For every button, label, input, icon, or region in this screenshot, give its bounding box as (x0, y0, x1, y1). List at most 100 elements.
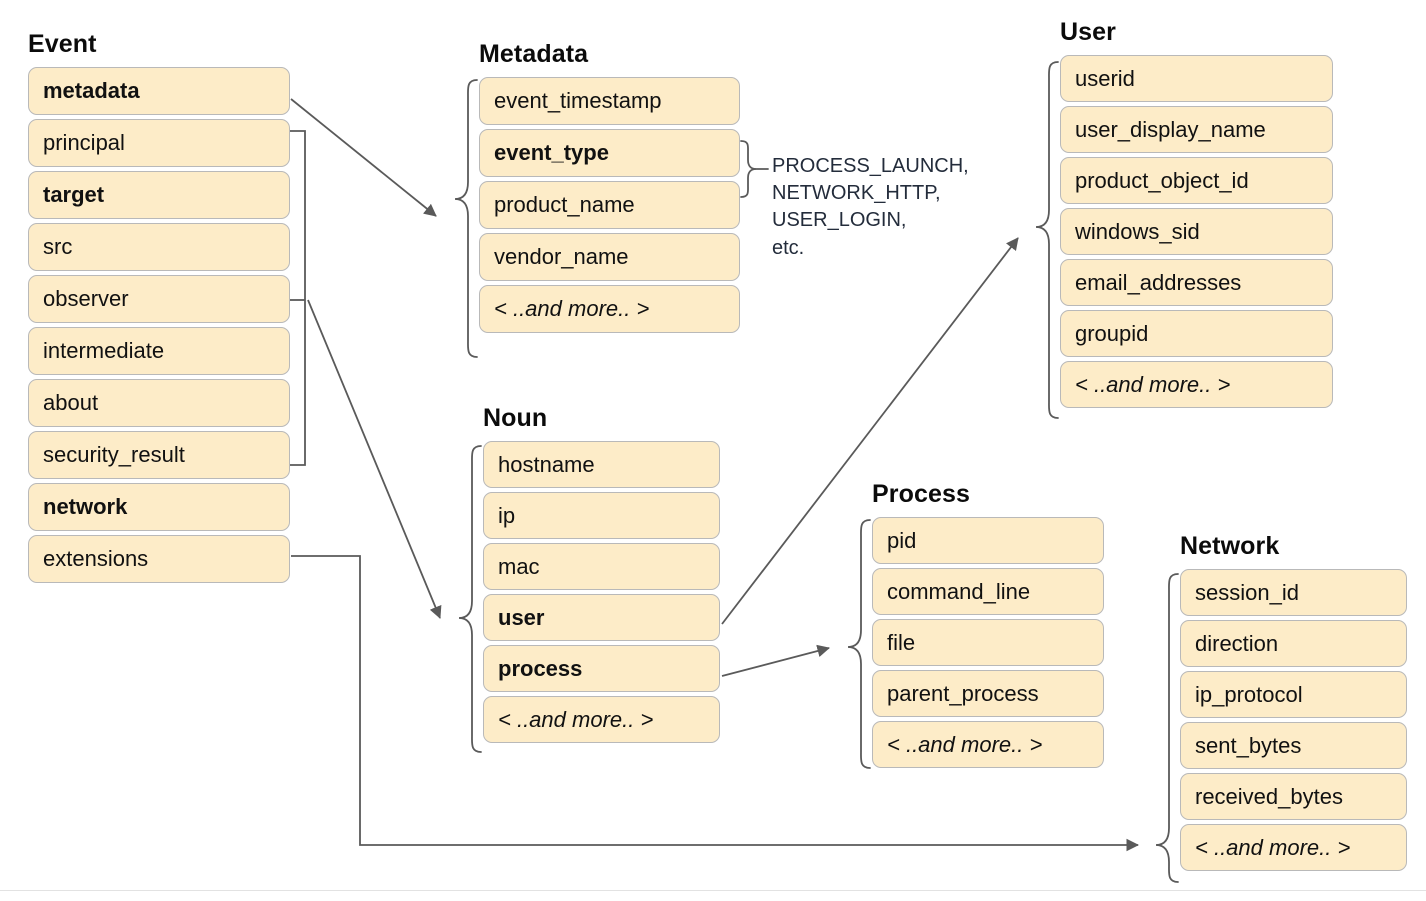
field-label: user_display_name (1075, 116, 1266, 142)
group-user: User userid user_display_name product_ob… (1060, 20, 1333, 412)
group-title-metadata: Metadata (479, 40, 589, 68)
field-process-parent-process[interactable]: parent_process (872, 670, 1104, 717)
field-metadata-more[interactable]: < ..and more.. > (479, 285, 740, 333)
group-process: Process pid command_line file parent_pro… (872, 482, 1104, 772)
event-nouns-bracket (290, 130, 306, 466)
field-list-noun: hostname ip mac user process < ..and mor… (483, 441, 720, 743)
field-label: hostname (498, 451, 595, 477)
field-noun-user[interactable]: user (483, 594, 720, 641)
field-label: event_timestamp (494, 88, 662, 113)
field-metadata-event-type[interactable]: event_type (479, 129, 740, 177)
field-label: < ..and more.. > (494, 296, 650, 321)
field-label: network (43, 494, 128, 519)
field-user-userid[interactable]: userid (1060, 55, 1333, 102)
field-event-about[interactable]: about (28, 379, 290, 427)
field-event-principal[interactable]: principal (28, 119, 290, 167)
connector-metadata (290, 98, 437, 217)
field-label: process (498, 655, 583, 681)
field-label: vendor_name (494, 244, 629, 269)
field-label: product_name (494, 192, 635, 217)
field-list-event: metadata principal target src observer i… (28, 67, 290, 583)
field-label: principal (43, 130, 125, 155)
connector-noun (307, 299, 442, 619)
field-network-sent-bytes[interactable]: sent_bytes (1180, 722, 1407, 769)
field-label: email_addresses (1075, 269, 1242, 295)
field-user-groupid[interactable]: groupid (1060, 310, 1333, 357)
field-network-received-bytes[interactable]: received_bytes (1180, 773, 1407, 820)
field-network-session-id[interactable]: session_id (1180, 569, 1407, 616)
field-label: direction (1195, 630, 1279, 656)
field-event-observer[interactable]: observer (28, 275, 290, 323)
connector-process (721, 644, 830, 677)
field-label: command_line (887, 578, 1031, 604)
field-label: mac (498, 553, 540, 579)
group-noun: Noun hostname ip mac user process < ..an… (483, 406, 720, 747)
field-noun-more[interactable]: < ..and more.. > (483, 696, 720, 743)
group-event: Event metadata principal target src obse… (28, 32, 290, 587)
field-event-security-result[interactable]: security_result (28, 431, 290, 479)
field-process-command-line[interactable]: command_line (872, 568, 1104, 615)
field-user-email-addresses[interactable]: email_addresses (1060, 259, 1333, 306)
event-type-brace (740, 140, 769, 198)
group-title-network: Network (1180, 532, 1280, 560)
field-metadata-vendor-name[interactable]: vendor_name (479, 233, 740, 281)
network-group-brace (1155, 573, 1179, 883)
field-label: file (887, 629, 916, 655)
group-network: Network session_id direction ip_protocol… (1180, 534, 1407, 875)
user-group-brace (1035, 61, 1059, 419)
field-label: event_type (494, 140, 609, 165)
field-label: userid (1075, 65, 1135, 91)
field-network-more[interactable]: < ..and more.. > (1180, 824, 1407, 871)
field-label: < ..and more.. > (887, 731, 1043, 757)
field-label: src (43, 234, 73, 259)
field-event-src[interactable]: src (28, 223, 290, 271)
noun-group-brace (458, 445, 482, 753)
field-label: groupid (1075, 320, 1149, 346)
field-metadata-product-name[interactable]: product_name (479, 181, 740, 229)
field-event-metadata[interactable]: metadata (28, 67, 290, 115)
footer-divider (0, 890, 1426, 891)
field-network-direction[interactable]: direction (1180, 620, 1407, 667)
field-user-product-object-id[interactable]: product_object_id (1060, 157, 1333, 204)
field-label: intermediate (43, 338, 165, 363)
group-title-user: User (1060, 18, 1116, 46)
field-label: user (498, 604, 545, 630)
field-process-pid[interactable]: pid (872, 517, 1104, 564)
field-label: observer (43, 286, 129, 311)
field-event-extensions[interactable]: extensions (28, 535, 290, 583)
annotation-event-type-values: PROCESS_LAUNCH, NETWORK_HTTP, USER_LOGIN… (772, 155, 969, 259)
field-event-target[interactable]: target (28, 171, 290, 219)
field-noun-process[interactable]: process (483, 645, 720, 692)
field-process-more[interactable]: < ..and more.. > (872, 721, 1104, 768)
field-label: ip (498, 502, 516, 528)
field-label: < ..and more.. > (498, 706, 654, 732)
field-user-display-name[interactable]: user_display_name (1060, 106, 1333, 153)
metadata-group-brace (454, 79, 478, 358)
field-noun-hostname[interactable]: hostname (483, 441, 720, 488)
field-label: metadata (43, 78, 140, 103)
field-label: pid (887, 527, 917, 553)
field-process-file[interactable]: file (872, 619, 1104, 666)
field-list-user: userid user_display_name product_object_… (1060, 55, 1333, 408)
field-label: about (43, 390, 99, 415)
field-label: extensions (43, 546, 149, 571)
group-title-noun: Noun (483, 404, 548, 432)
field-noun-mac[interactable]: mac (483, 543, 720, 590)
field-noun-ip[interactable]: ip (483, 492, 720, 539)
field-event-network[interactable]: network (28, 483, 290, 531)
field-user-windows-sid[interactable]: windows_sid (1060, 208, 1333, 255)
field-list-metadata: event_timestamp event_type product_name … (479, 77, 740, 333)
field-network-ip-protocol[interactable]: ip_protocol (1180, 671, 1407, 718)
field-metadata-event-timestamp[interactable]: event_timestamp (479, 77, 740, 125)
field-label: security_result (43, 442, 185, 467)
group-metadata: Metadata event_timestamp event_type prod… (479, 42, 740, 337)
field-user-more[interactable]: < ..and more.. > (1060, 361, 1333, 408)
field-label: received_bytes (1195, 783, 1343, 809)
field-list-network: session_id direction ip_protocol sent_by… (1180, 569, 1407, 871)
field-label: windows_sid (1075, 218, 1200, 244)
field-label: target (43, 182, 105, 207)
field-label: sent_bytes (1195, 732, 1302, 758)
field-event-intermediate[interactable]: intermediate (28, 327, 290, 375)
field-label: < ..and more.. > (1195, 834, 1351, 860)
